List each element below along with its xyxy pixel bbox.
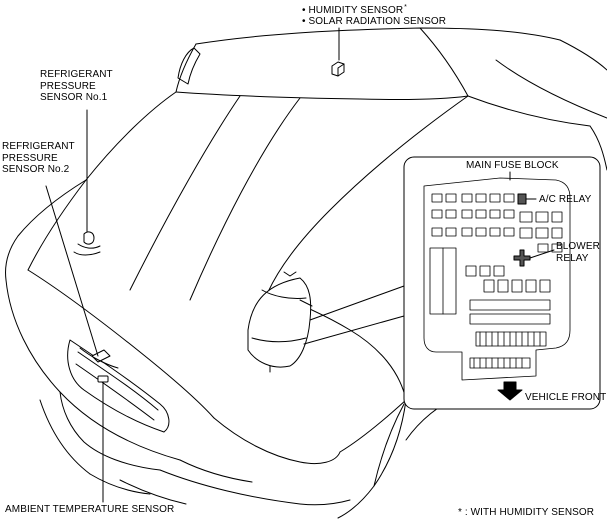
- car-body-outline: [5, 27, 607, 519]
- solar-humidity-sensor-shape: [331, 61, 345, 77]
- refrigerant-sensor-no2-shape: [79, 347, 119, 369]
- refrigerant-pressure-sensor-no1-label: REFRIGERANT PRESSURE SENSOR No.1: [40, 69, 113, 103]
- fuse-block-detail: [423, 177, 571, 381]
- fuse-block-housing: [247, 271, 313, 373]
- refrigerant-no2-leader: [45, 185, 99, 357]
- blower-relay-mark: [513, 249, 555, 267]
- humidity-sensor-asterisk: *: [404, 4, 407, 11]
- callout-line-lower: [303, 315, 405, 345]
- humidity-sensor-footnote: * : WITH HUMIDITY SENSOR: [458, 507, 595, 518]
- callout-line-upper: [309, 285, 405, 321]
- refrigerant-pressure-sensor-no2-label: REFRIGERANT PRESSURE SENSOR No.2: [2, 141, 75, 175]
- ac-relay-mark: [517, 193, 537, 205]
- refrigerant-sensor-no1-shape: [73, 231, 101, 256]
- ambient-sensor-shape: [97, 375, 109, 383]
- vehicle-front-arrow-icon: [497, 381, 523, 401]
- humidity-sensor-label: • HUMIDITY SENSOR*: [302, 4, 407, 16]
- vehicle-front-label: VEHICLE FRONT: [525, 392, 607, 403]
- ambient-temperature-sensor-label: AMBIENT TEMPERATURE SENSOR: [5, 504, 175, 515]
- ac-relay-label: A/C RELAY: [539, 194, 592, 205]
- main-fuse-block-label: MAIN FUSE BLOCK: [466, 160, 559, 171]
- solar-radiation-sensor-label: • SOLAR RADIATION SENSOR: [302, 16, 447, 27]
- blower-relay-label: BLOWER RELAY: [556, 241, 600, 264]
